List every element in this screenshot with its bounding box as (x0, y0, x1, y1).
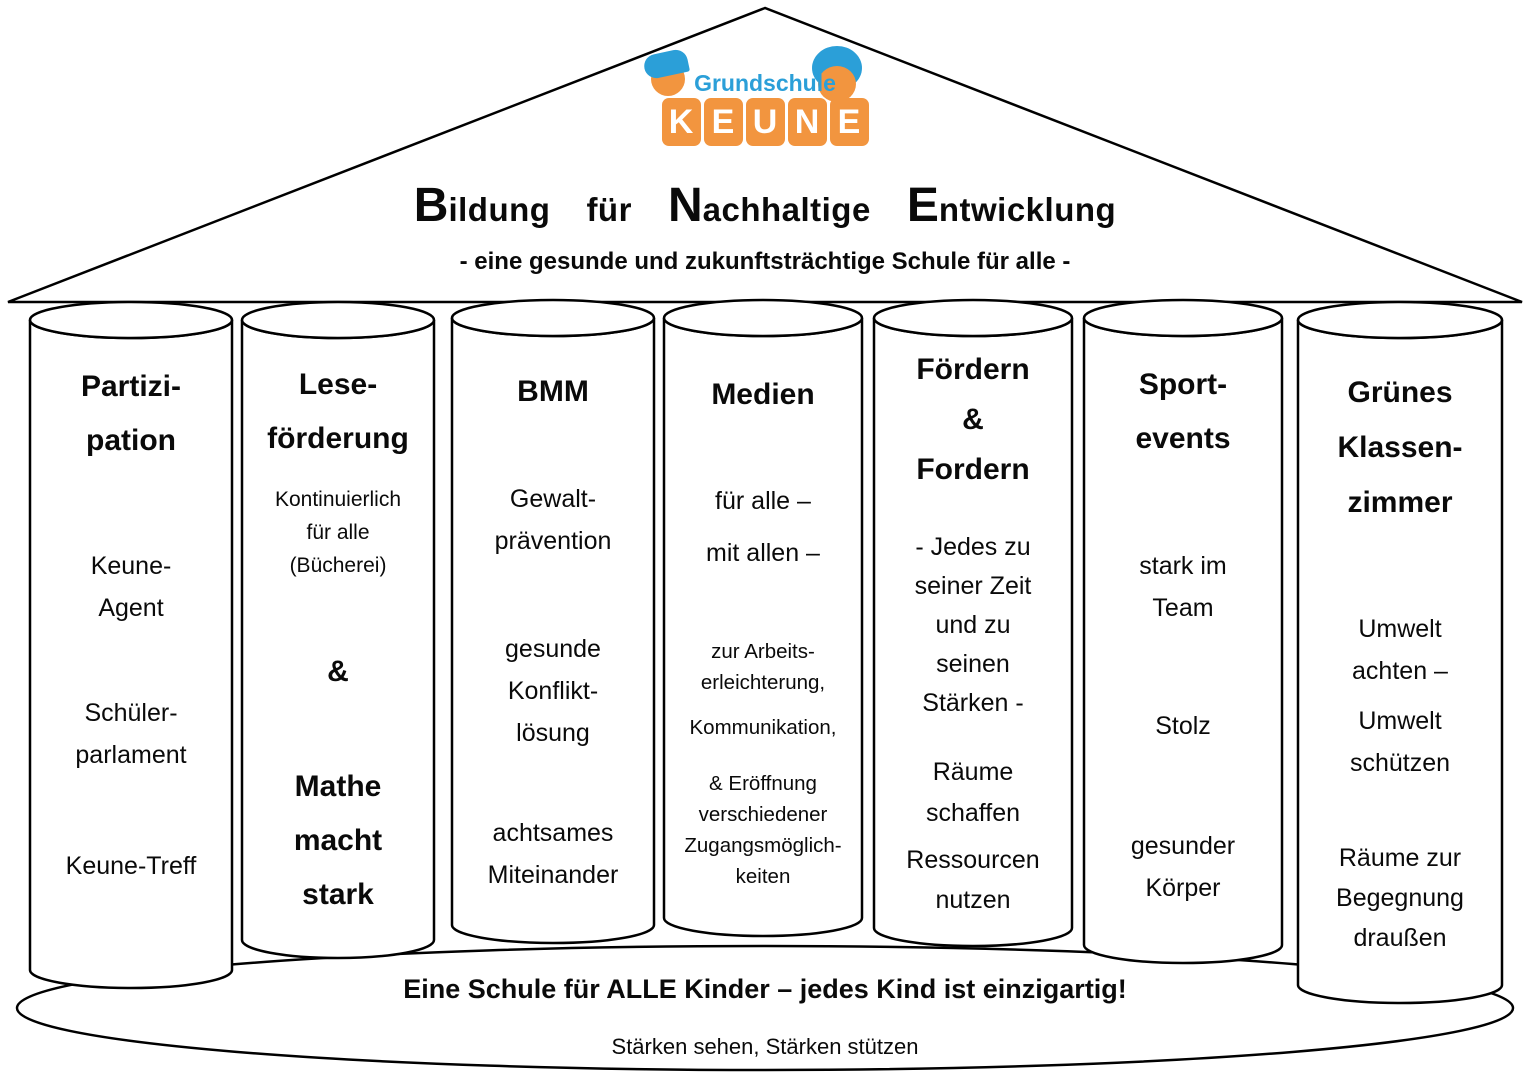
logo-letter-block: E (829, 98, 869, 146)
pillar-bmm-item: achtsames Miteinander (487, 819, 619, 889)
pillar-medien-item: mit allen – (706, 539, 820, 567)
pillar-partizipation-item: Keune- Agent (90, 552, 172, 622)
pillar-5-cap (872, 298, 1074, 338)
pillar-gruenes-klassenzimmer-title: Grünes Klassen- zimmer (1337, 376, 1463, 519)
pillar-gruenes-klassenzimmer-item: Räume zur Begegnung draußen (1336, 844, 1464, 952)
pillar-7-cap (1296, 300, 1504, 340)
logo-school-type-label: Grundschule (694, 70, 836, 96)
pillar-lesefoerderung-item: Mathe macht stark (293, 770, 383, 911)
logo-school-name: K E U N E (0, 98, 1530, 146)
pillar-medien-item: zur Arbeits- erleichterung, (700, 640, 826, 694)
pillar-foerdern-fordern-item: Räume schaffen (925, 758, 1021, 827)
pillar-lesefoerderung-title: Lese- förderung (267, 368, 409, 455)
pillar-sportevents-item: Stolz (1155, 712, 1211, 740)
pillar-bmm-title: BMM (517, 375, 589, 408)
pillar-4-cap (662, 298, 864, 338)
pillar-bmm-item: Gewalt- prävention (494, 485, 612, 555)
pillar-sportevents-item: stark im Team (1139, 552, 1227, 622)
pillar-sportevents-title: Sport- events (1135, 368, 1231, 455)
pillar-6-cap (1082, 298, 1284, 338)
pillar-lesefoerderung-ampersand: & (327, 655, 349, 688)
pillar-1-cap (28, 300, 234, 340)
pillar-medien-title: Medien (711, 378, 815, 411)
pillar-medien-item: für alle – (715, 487, 811, 515)
pillar-partizipation-item: Keune-Treff (65, 852, 197, 880)
pillar-foerdern-fordern-item: - Jedes zu seiner Zeit und zu seinen Stä… (914, 533, 1032, 717)
logo-letter-block: K (661, 98, 701, 146)
base-motto-primary: Eine Schule für ALLE Kinder – jedes Kind… (403, 974, 1127, 1004)
pillar-gruenes-klassenzimmer-item: Umwelt schützen (1349, 707, 1451, 777)
pillar-sportevents-item: gesunder Körper (1130, 832, 1236, 902)
pillar-partizipation-title: Partizi- pation (80, 370, 182, 457)
pillar-gruenes-klassenzimmer-item: Umwelt achten – (1352, 615, 1448, 685)
base-motto-secondary: Stärken sehen, Stärken stützen (611, 1034, 919, 1059)
roof-subtitle: - eine gesunde und zukunftsträchtige Sch… (459, 248, 1071, 275)
logo-letter-block: N (787, 98, 827, 146)
pillar-partizipation-item: Schüler- parlament (75, 699, 187, 769)
pillar-bmm-item: gesunde Konflikt- lösung (505, 635, 601, 747)
logo-letter-block: U (745, 98, 785, 146)
logo-letter-block: E (703, 98, 743, 146)
pillar-medien-item: Kommunikation, (689, 716, 837, 739)
pillar-foerdern-fordern-item: Ressourcen nutzen (906, 846, 1040, 914)
title-word-fuer: für (586, 191, 632, 228)
base-platform-ellipse (15, 944, 1515, 1072)
pillar-lesefoerderung-item: Kontinuierlich für alle (Bücherei) (274, 488, 402, 577)
child-right-face-icon (818, 66, 856, 102)
pillar-medien-item: & Eröffnung verschiedener Zugangsmöglich… (684, 772, 842, 888)
pillar-foerdern-fordern-title: Fördern & Fordern (916, 353, 1030, 486)
pillar-2-cap (240, 300, 436, 340)
pillar-3-cap (450, 298, 656, 338)
